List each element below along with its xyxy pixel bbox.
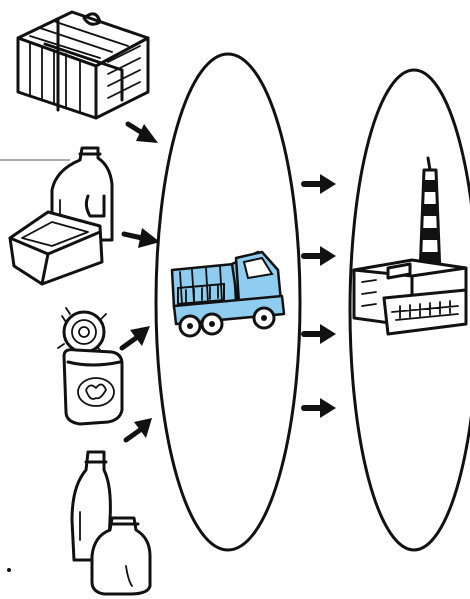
collection-ellipse: [154, 52, 302, 552]
arrow-icon: [121, 228, 160, 248]
arrow-icon: [301, 246, 336, 266]
factory-icon: [352, 156, 468, 336]
can-icon: [57, 307, 124, 426]
arrow-icon: [301, 174, 336, 194]
arrow-icon: [125, 121, 158, 143]
mark-dot: [7, 568, 11, 572]
arrow-icon: [119, 326, 150, 351]
arrow-icon: [123, 418, 152, 443]
truck-icon: [170, 250, 286, 338]
arrow-group-right: [301, 174, 336, 418]
glass-bottle-icon: [70, 450, 152, 596]
tray-icon: [8, 210, 104, 286]
processing-ellipse: [348, 68, 470, 552]
newspaper-icon: [16, 10, 150, 120]
arrow-icon: [301, 324, 336, 344]
arrow-icon: [301, 398, 336, 418]
arrow-group-left: [119, 121, 160, 443]
